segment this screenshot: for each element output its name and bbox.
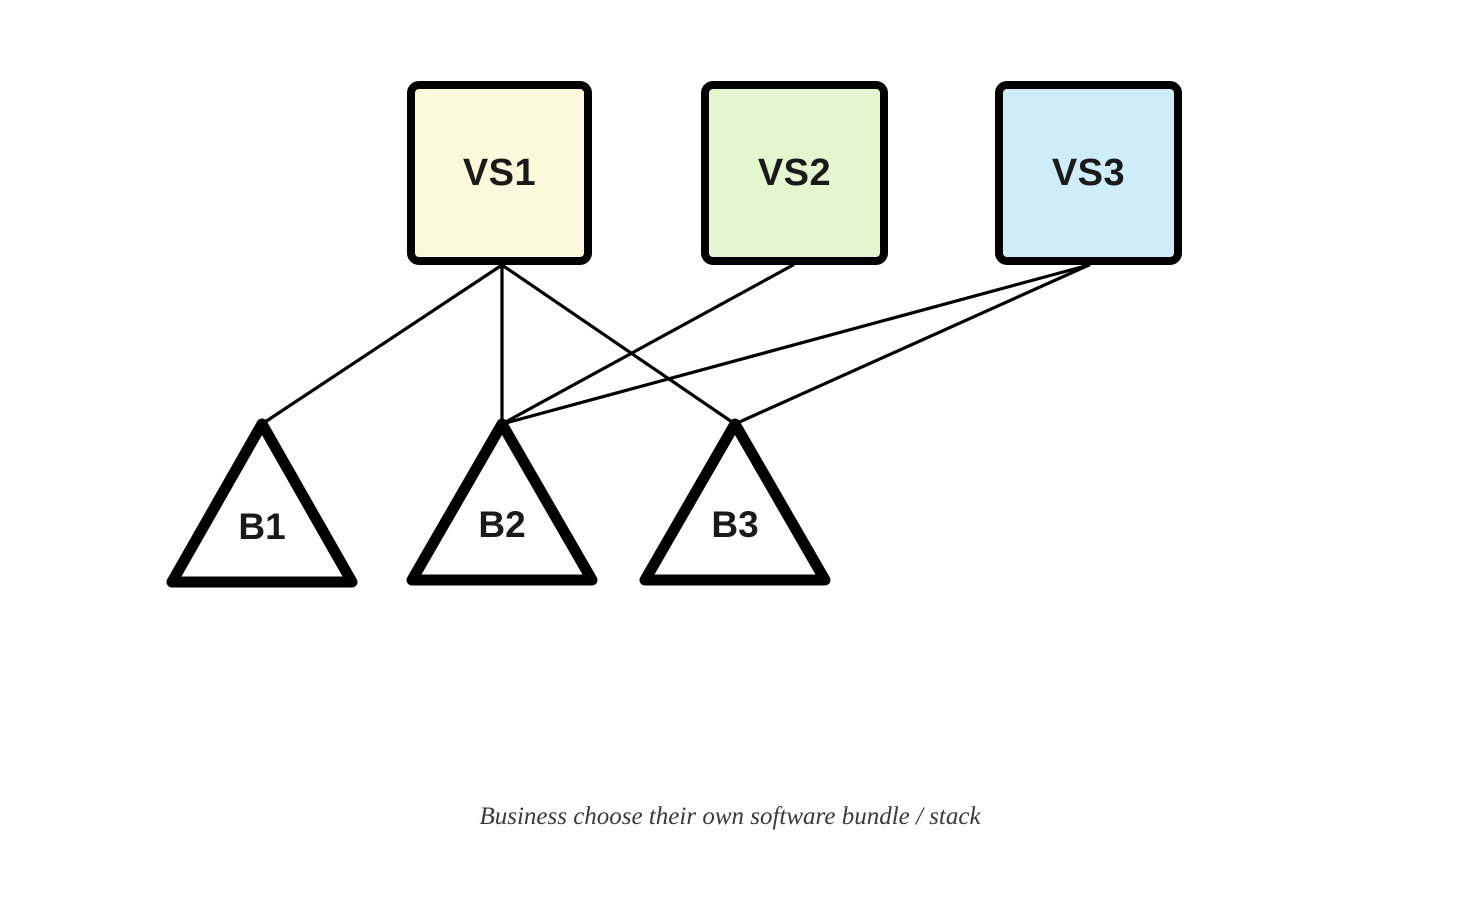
- vendor-label-vs1: VS1: [462, 152, 537, 194]
- edge-vs3-b3: [733, 263, 1091, 426]
- vendor-node-vs3[interactable]: VS3: [995, 81, 1182, 265]
- edge-vs1-b1: [260, 263, 504, 426]
- vendor-label-vs3: VS3: [1051, 152, 1126, 194]
- business-label-b1: B1: [238, 506, 286, 547]
- edge-vs2-b2: [500, 263, 795, 426]
- business-node-b1[interactable]: B1: [158, 410, 366, 596]
- vendor-node-vs2[interactable]: VS2: [701, 81, 888, 265]
- triangle-shape-b2: [406, 418, 598, 586]
- triangle-shape-b3: [639, 418, 831, 586]
- business-label-b2: B2: [478, 504, 526, 545]
- business-node-b2[interactable]: B2: [398, 410, 606, 594]
- business-node-b3[interactable]: B3: [631, 410, 839, 594]
- vendor-node-vs1[interactable]: VS1: [407, 81, 592, 265]
- edge-vs1-b3: [500, 263, 737, 426]
- edge-vs3-b2: [500, 263, 1091, 426]
- vendor-label-vs2: VS2: [757, 152, 832, 194]
- diagram-caption: Business choose their own software bundl…: [479, 803, 981, 830]
- business-label-b3: B3: [711, 504, 759, 545]
- triangle-shape-b1: [166, 418, 358, 588]
